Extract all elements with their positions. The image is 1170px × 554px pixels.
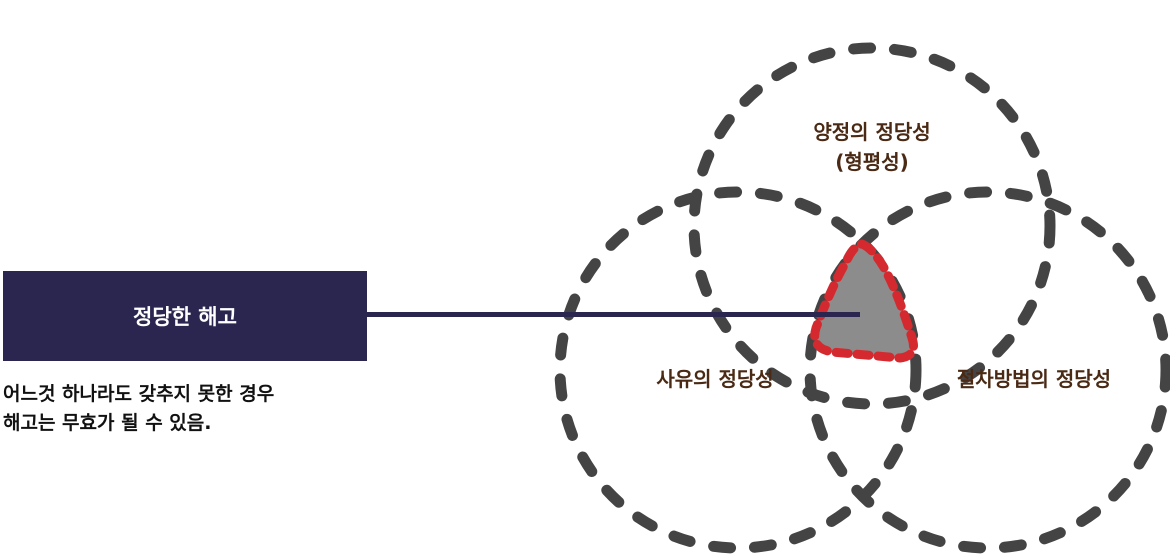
connector-line (367, 312, 860, 317)
note-text: 어느것 하나라도 갖추지 못한 경우 해고는 무효가 될 수 있음. (3, 380, 274, 438)
right-circle (804, 186, 1170, 554)
left-circle (554, 186, 922, 554)
left-circle-label: 사유의 정당성 (656, 367, 774, 391)
justified-dismissal-box: 정당한 해고 (3, 271, 367, 361)
top-circle-label: 양정의 정당성 (형평성) (772, 117, 972, 177)
note-line-1: 어느것 하나라도 갖추지 못한 경우 (3, 383, 275, 405)
top-circle (688, 42, 1056, 410)
top-circle-label-line-2: (형평성) (835, 150, 909, 174)
top-circle-label-line-1: 양정의 정당성 (813, 120, 931, 144)
right-circle-label: 절차방법의 정당성 (956, 367, 1112, 391)
note-line-2: 해고는 무효가 될 수 있음. (3, 412, 212, 434)
intersection-region (810, 239, 918, 363)
box-label: 정당한 해고 (133, 305, 237, 329)
